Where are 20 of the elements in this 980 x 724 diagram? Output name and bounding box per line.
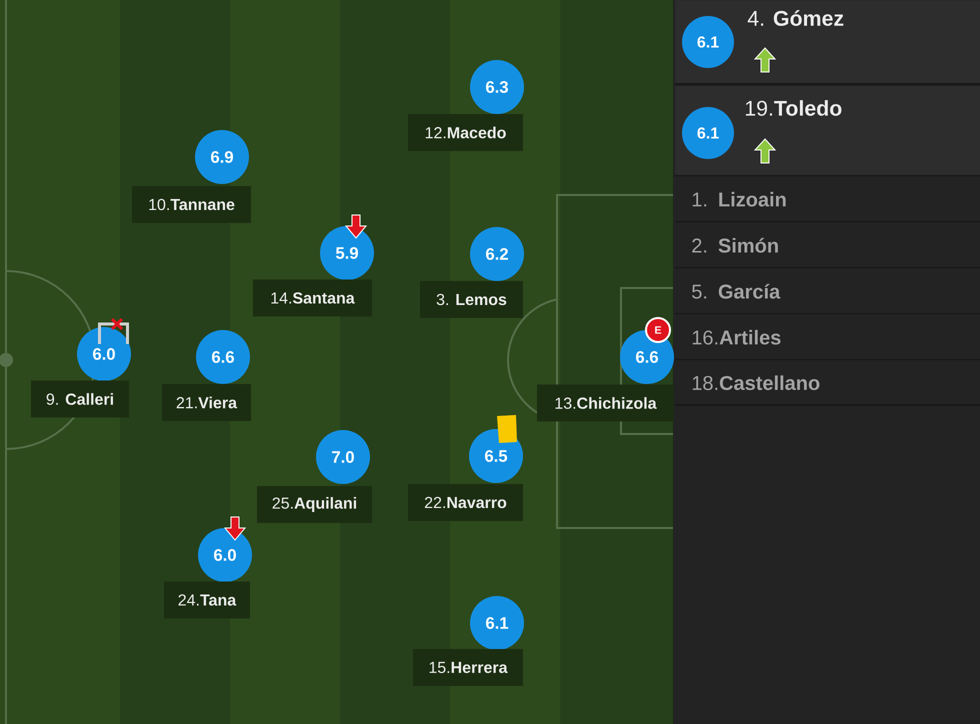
player-row: 16.Artiles xyxy=(675,314,980,361)
player-row: 2. Simón xyxy=(675,222,980,269)
name-label: 25.Aquilani xyxy=(257,486,372,523)
node-label: 2. Simón xyxy=(692,238,778,253)
node-label: 5. García xyxy=(692,284,780,299)
node-label: 1. Lizoain xyxy=(692,192,786,207)
player-row: 1. Lizoain xyxy=(675,176,980,223)
name-label: 15.Herrera xyxy=(413,649,523,686)
name-label: 3. Lemos xyxy=(420,281,523,318)
name-label: 12.Macedo xyxy=(408,114,523,151)
player-row: 5. García xyxy=(675,268,980,315)
name-label: 24.Tana xyxy=(164,582,250,618)
name-label: 22.Navarro xyxy=(408,484,523,521)
player-row: 18.Castellano xyxy=(675,360,980,406)
name-label: 21.Viera xyxy=(162,384,251,421)
node-label: 16.Artiles xyxy=(692,330,780,345)
name-label: 14.Santana xyxy=(253,280,372,316)
name-label: 9. Calleri xyxy=(31,380,129,418)
name-label: 10.Tannane xyxy=(132,186,251,223)
name-label: 13.Chichizola xyxy=(537,384,674,422)
